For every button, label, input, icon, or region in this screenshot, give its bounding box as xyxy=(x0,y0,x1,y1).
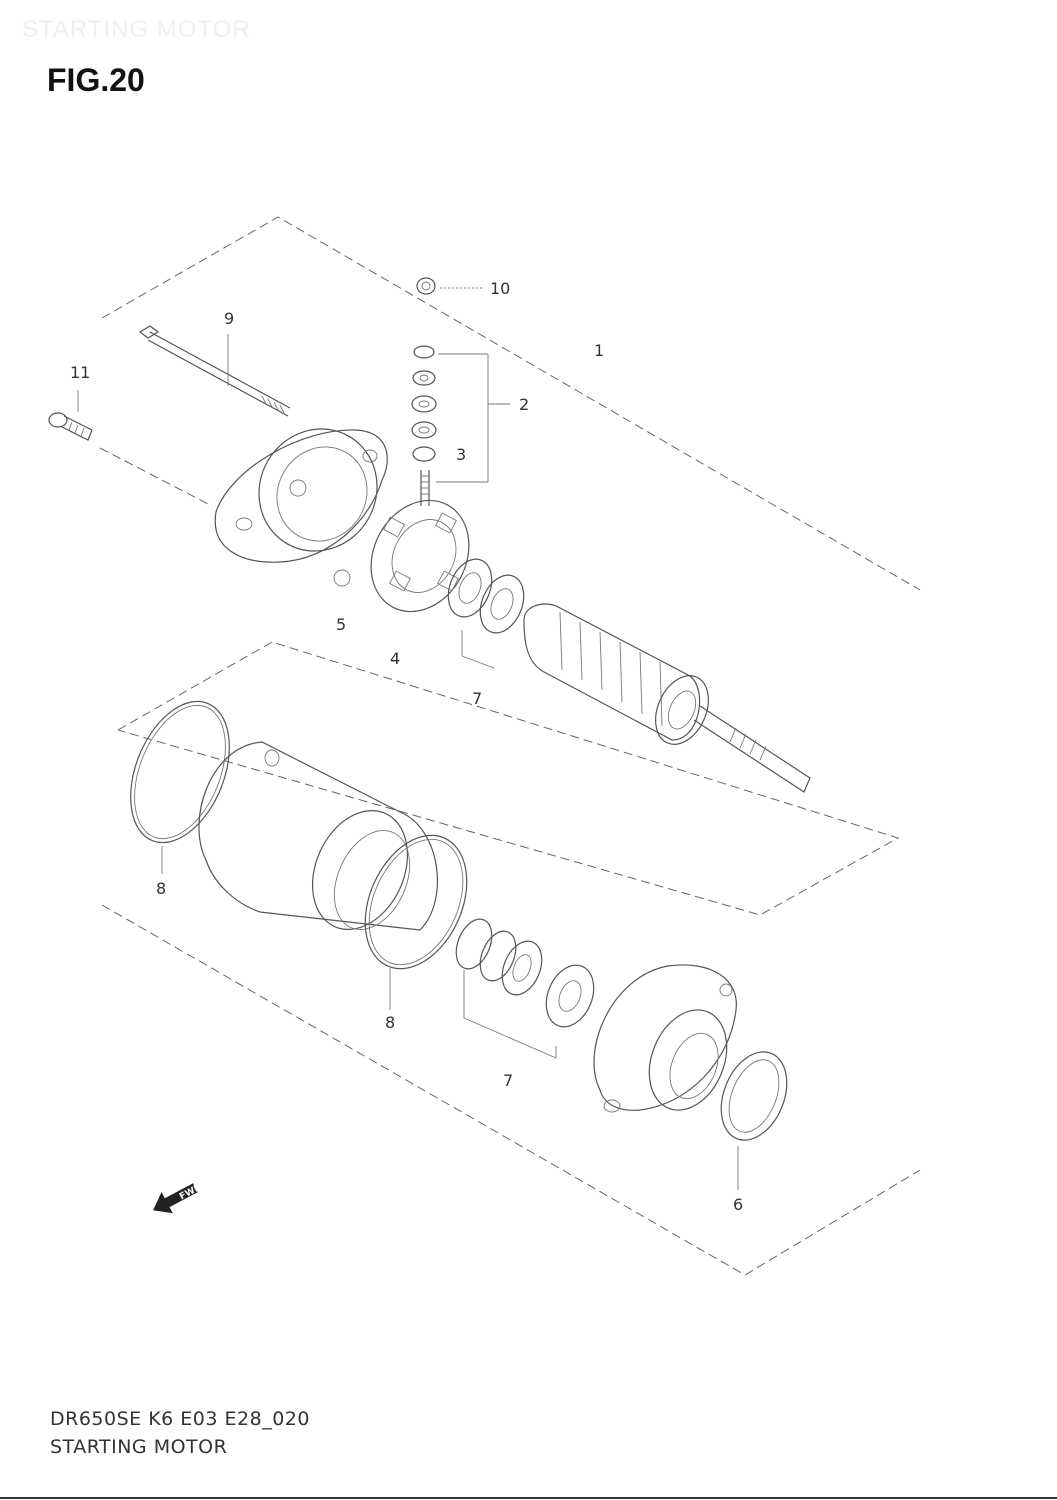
armature-rotor xyxy=(523,603,811,793)
washer-set-part-7-upper xyxy=(447,558,525,669)
callout-7-lower: 7 xyxy=(503,1071,513,1090)
upper-assembly-boundary xyxy=(101,216,921,591)
lower-assembly-boundary xyxy=(101,641,921,1276)
brush-holder-plate xyxy=(370,499,470,613)
callout-6: 6 xyxy=(733,1195,743,1214)
diagram-code: DR650SE K6 E03 E28_020 xyxy=(50,1408,310,1430)
callout-4: 4 xyxy=(390,649,400,668)
front-end-cover xyxy=(593,964,737,1113)
o-ring-part-8-right xyxy=(364,834,468,1010)
callout-8-left: 8 xyxy=(156,879,166,898)
rear-end-cover xyxy=(214,428,388,587)
o-ring-part-8-left xyxy=(130,700,230,874)
callout-5: 5 xyxy=(336,615,346,634)
oil-seal-part-6 xyxy=(720,1051,788,1190)
callout-1: 1 xyxy=(594,341,604,360)
callout-11: 11 xyxy=(70,363,90,382)
forward-direction-icon: FWD xyxy=(153,1182,204,1214)
washer-set-part-7-lower xyxy=(455,918,595,1059)
watermark-text: STARTING MOTOR xyxy=(22,16,251,43)
long-bolt-part-9 xyxy=(138,325,291,417)
callout-8-right: 8 xyxy=(385,1013,395,1032)
callout-7-upper: 7 xyxy=(472,689,482,708)
nut-part-10 xyxy=(416,277,482,295)
figure-title: FIG.20 xyxy=(47,62,145,98)
bolt-part-11 xyxy=(48,390,213,507)
callout-9: 9 xyxy=(224,309,234,328)
yoke-housing xyxy=(198,741,439,931)
callout-3: 3 xyxy=(456,445,466,464)
callout-10: 10 xyxy=(490,279,510,298)
callout-2: 2 xyxy=(519,395,529,414)
diagram-name: STARTING MOTOR xyxy=(50,1436,228,1458)
washer-set-part-2 xyxy=(411,345,510,483)
bottom-border xyxy=(0,1497,1057,1499)
